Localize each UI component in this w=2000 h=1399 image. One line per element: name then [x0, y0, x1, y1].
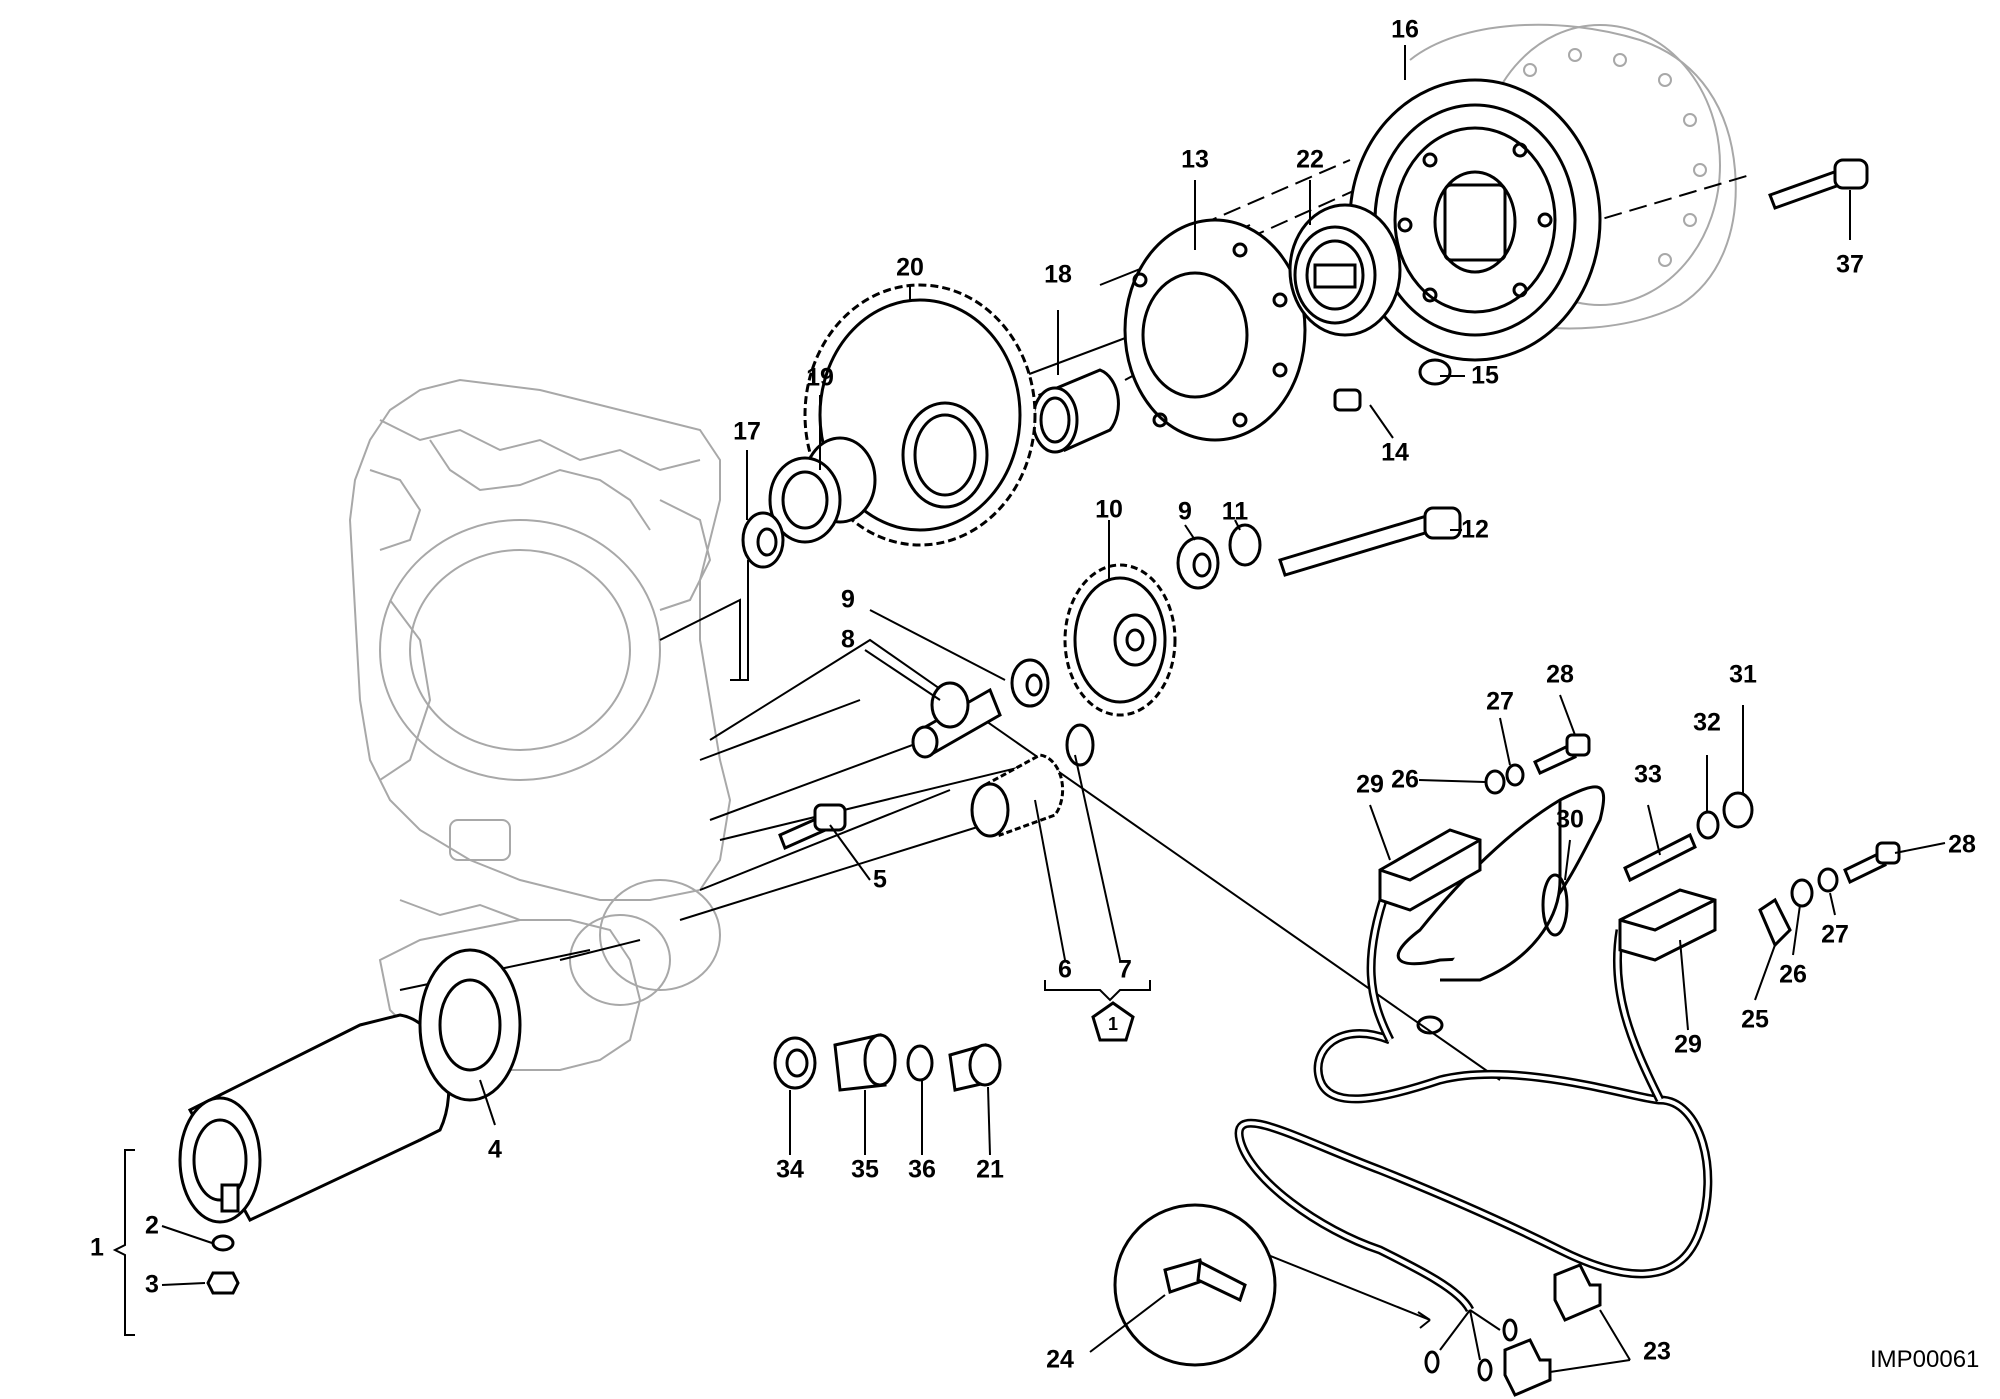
bracket-6-7: [1044, 980, 1151, 1002]
screw-28-lower: [1843, 841, 1901, 885]
flange-gasket-4: [418, 948, 522, 1102]
pinion-6: [970, 753, 1065, 838]
plug-21: [948, 1043, 1002, 1092]
ring-15: [1418, 358, 1452, 386]
shaft-8: [911, 681, 1002, 759]
connector-23-lower: [1503, 1338, 1552, 1397]
screw-28-upper: [1533, 733, 1591, 775]
washer-9-upper: [1176, 536, 1220, 590]
rotor-ghost: [1409, 23, 1737, 330]
plate-25: [1758, 897, 1792, 948]
starter-clutch-hub: [1123, 218, 1307, 442]
washer-32: [1696, 810, 1720, 840]
circlip-11: [1228, 523, 1262, 567]
washer-17: [741, 511, 785, 569]
plug-35: [833, 1033, 897, 1092]
ring-36: [906, 1044, 934, 1082]
bracket-1: [112, 1149, 135, 1336]
washer-26-upper: [1484, 769, 1506, 795]
stud-33: [1623, 832, 1697, 883]
washer-26-lower: [1790, 878, 1814, 908]
kit-badge-shape: [1091, 1001, 1135, 1042]
freewheel: [1288, 203, 1402, 337]
circlip-7: [1065, 723, 1095, 767]
bolt-5: [778, 803, 847, 851]
washer-27-upper: [1505, 763, 1525, 787]
bolt-12: [1278, 506, 1462, 577]
pickup-29-right: [1618, 888, 1717, 962]
seal-34: [773, 1036, 817, 1090]
wire-harness: [1234, 878, 1713, 1382]
leader-lines: [161, 45, 1946, 1373]
nut-31: [1722, 791, 1754, 829]
idler-gear: [1063, 563, 1177, 717]
crankcase-ghost: [348, 378, 732, 1071]
flywheel-rotor: [1348, 78, 1602, 362]
starter-motor: [178, 1013, 451, 1295]
bolt-37: [1768, 158, 1869, 210]
connector-23-upper: [1553, 1263, 1602, 1322]
washer-27-lower: [1817, 867, 1839, 893]
washer-9-lower: [1010, 658, 1050, 708]
bushing: [1031, 368, 1120, 454]
stator-plate: [1396, 785, 1606, 1035]
pickup-29-left: [1378, 828, 1482, 912]
needle-bearing: [768, 436, 877, 544]
terminal-detail-24: [1113, 1203, 1431, 1367]
pin-14: [1333, 388, 1362, 412]
